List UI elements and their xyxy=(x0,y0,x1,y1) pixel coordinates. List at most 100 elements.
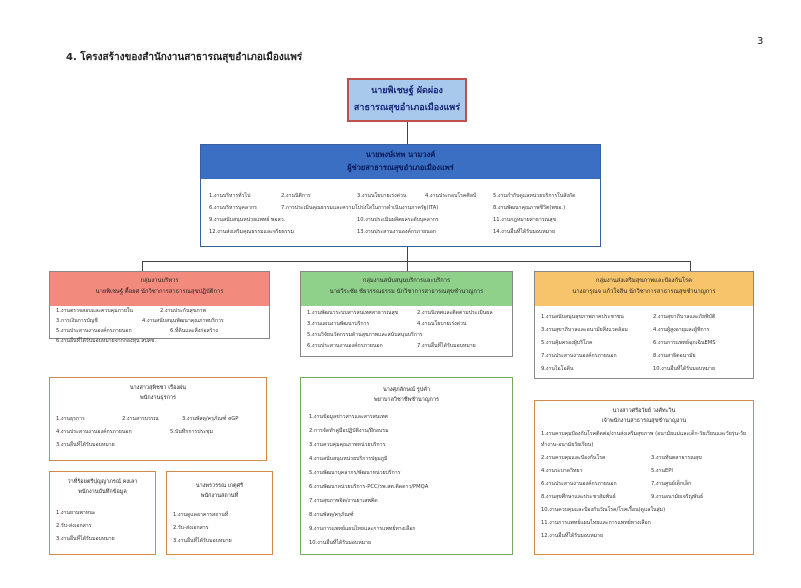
duty-item: 1.งานบริหารทั่วไป xyxy=(209,193,251,199)
staff-premises-header: นางพรวรรณ เกตุศรี พนักงานสถานที่ xyxy=(167,481,272,501)
list-item: 3.งานอื่นที่ได้รับมอบหมาย xyxy=(173,538,232,544)
list-item: 6.งานประสานงานองค์กรภายนอก xyxy=(307,343,383,349)
group-promotion-title: กลุ่มงานส่งเสริมสุขภาพและป้องกันโรค xyxy=(595,278,693,284)
duty-item: 10.งานประเมินผลิตผลระดับบุคลากร xyxy=(357,217,439,223)
list-item: 3.งานอื่นที่ได้รับมอบหมาย xyxy=(56,442,115,448)
list-item: 3.การเงินการบัญชี xyxy=(56,318,98,324)
list-item: 6.งานการแพทย์ฉุกเฉินEMS xyxy=(653,340,716,346)
staff-clerk: นางสาวสุพิชชา เรืองผ่น พนักงานธุรการ 1.ง… xyxy=(49,377,267,461)
duty-item: 3.งานนโยบายเร่งด่วน xyxy=(357,193,407,199)
duty-item: 5.งานกำกับดูแลหน่วยบริการในสังกัด xyxy=(493,193,576,199)
list-item: 3.งานอื่นที่ได้รับมอบหมาย xyxy=(56,536,115,542)
page-heading: 4. โครงสร้างของสำนักงานสาธารณสุขอำเภอเมื… xyxy=(66,52,303,63)
list-item: 5.งานประสานงานองค์กรภายนอก xyxy=(56,328,132,334)
list-item: 7.งานสุขภาพจิต/งานยาเสพติด xyxy=(309,498,378,504)
list-item: 7.งานอื่นที่ได้รับมอบหมาย xyxy=(417,343,476,349)
list-item: 1.งานพัฒนาระบบสารสนเทศสาธารณสุข xyxy=(307,310,399,316)
list-item: 11.งานการแพทย์แผนไทยและการแพทย์ทางเลือก xyxy=(541,520,651,526)
list-item: 4.งานระบาดวิทยา xyxy=(541,468,583,474)
list-item: 4.งานสนับสนุนหน่วยบริการปฐมภูมิ xyxy=(309,456,388,462)
duty-item: 6.งานบริหารบุคลากร xyxy=(209,205,257,211)
list-item: 10.งานอื่นที่ได้รับมอบหมาย xyxy=(653,366,715,372)
list-item: 1.งานสนับสนุนสุขภาพภาคประชาชน xyxy=(541,314,624,320)
list-item: 2.งานควบคุมและป้องกันโรค xyxy=(541,455,606,461)
duty-item: 8.งานพัฒนาคุณภาพชีวิต(พชอ.) xyxy=(493,205,566,211)
list-item: 2.รับ-ส่งเอกสาร xyxy=(173,525,209,531)
staff-position: พยาบาลวิชาชีพชำนาญการ xyxy=(374,397,439,403)
list-item: 12.งานอื่นที่ได้รับมอบหมาย xyxy=(541,533,603,539)
staff-position: พนักงานบันทึกข้อมูล xyxy=(78,489,127,495)
group-promotion-items: 1.งานสนับสนุนสุขภาพภาคประชาชน 2.งานสุขาภ… xyxy=(541,312,753,378)
list-item: 5.งานEPI xyxy=(651,468,673,474)
deputy-name: นายพงษ์เทพ นามวงค์ xyxy=(365,150,436,159)
deputy-panel: นายพงษ์เทพ นามวงค์ ผู้ช่วยสาธารณสุขอำเภอ… xyxy=(200,144,601,247)
list-item: 5.งานคุ้มครองผู้บริโภค xyxy=(541,340,593,346)
group-support-items: 1.งานพัฒนาระบบสารสนเทศสาธารณสุข 2.งานนิเ… xyxy=(307,308,512,356)
duty-item: 4.งานประกอบโรคศิลป์ xyxy=(425,193,477,199)
staff-health-officer: นางสาวศรีอวัยย์ วงศ์ทะวิน เจ้าพนักงานสาธ… xyxy=(534,400,754,555)
group-admin-title: กลุ่มงานบริหาร xyxy=(140,278,179,284)
duty-item: 14.งานอื่นที่ได้รับมอบหมาย xyxy=(493,229,555,235)
list-item: 9.งานอนามัยเจริญพันธ์ xyxy=(651,494,704,500)
connector-horizontal xyxy=(142,261,690,262)
list-item: 9.งานไอโอดีน xyxy=(541,366,574,372)
staff-position: พนักงานสถานที่ xyxy=(200,493,239,499)
group-admin-header: กลุ่มงานบริหาร นายพิเชษฐ์ ตื้อยศ นักวิชา… xyxy=(50,272,269,306)
connector-group2 xyxy=(407,261,408,271)
staff-nurse-items: 1.งานข้อมูลข่าวสารและสารสนเทศ 2.การจัดทำ… xyxy=(309,412,512,552)
list-item: 6.งานอื่นที่ได้รับมอบหมายจากกองทุน สปสช. xyxy=(56,338,156,344)
list-item: 6.งานพัฒนาหน่วยบริการ-PCC/รพ.สต.ติดดาว/P… xyxy=(309,484,429,490)
list-item: 1.งานดูแลอาคารสถานที่ xyxy=(173,512,229,518)
chief-box: นายพิเชษฐ์ ผัดผ่อง สาธารณสุขอำเภอเมืองแพ… xyxy=(347,78,467,122)
list-item: 2.งานสารบรรณ xyxy=(122,416,159,422)
staff-name: ว่าที่ร้อยตรีปุญญาภรณ์ คงเลา xyxy=(67,479,138,485)
staff-position: เจ้าพนักงานสาธารณสุขชำนาญงาน xyxy=(601,418,687,424)
list-item: 1.งานยานพาหนะ xyxy=(56,510,96,516)
list-item: 3.งานสุขาภิบาลและอนามัยสิ่งแวดล้อม xyxy=(541,327,628,333)
connector-chief-deputy xyxy=(407,122,408,144)
list-item: 8.งานพัสดุ/ครุภัณฑ์ xyxy=(309,512,354,518)
list-item: 5.งานพัฒนาบุคลากร/พัฒนาหน่วยบริการ xyxy=(309,470,401,476)
staff-position: พนักงานธุรการ xyxy=(140,395,176,401)
staff-nurse-header: นางศุภลักษณ์ รูปคำ พยาบาลวิชาชีพชำนาญการ xyxy=(301,385,512,405)
group-admin-head: นายพิเชษฐ์ ตื้อยศ นักวิชาการสาธารณสุขปฏิ… xyxy=(95,289,224,295)
list-item: 3.งานทันตสาธารณสุข xyxy=(651,455,702,461)
staff-nurse: นางศุภลักษณ์ รูปคำ พยาบาลวิชาชีพชำนาญการ… xyxy=(300,377,513,555)
group-admin: กลุ่มงานบริหาร นายพิเชษฐ์ ตื้อยศ นักวิชา… xyxy=(49,271,270,344)
list-item: 2.งานสุขาภิบาลและภัยพิบัติ xyxy=(653,314,716,320)
list-item: 10.งานอื่นที่ได้รับมอบหมาย xyxy=(309,540,371,546)
list-item: 6.ที่ดินและสิ่งก่อสร้าง xyxy=(170,328,218,334)
staff-health-officer-items: 1.งานควบคุมป้องกันโรคติดต่อ/งานส่งเสริมส… xyxy=(541,429,753,553)
group-promotion: กลุ่มงานส่งเสริมสุขภาพและป้องกันโรค นางอ… xyxy=(534,271,754,379)
duty-item: 12.งานส่งเสริมคุณธรรมและจริยธรรม xyxy=(209,229,294,235)
group-support-title: กลุ่มงานสนับสนุนบริการและบริการ xyxy=(362,278,451,284)
list-item: 2.รับ-ส่งเอกสาร xyxy=(56,523,92,529)
list-item: 9.งานการแพทย์แผนไทยและการแพทย์ทางเลือก xyxy=(309,526,416,532)
staff-health-officer-header: นางสาวศรีอวัยย์ วงศ์ทะวิน เจ้าพนักงานสาธ… xyxy=(535,406,753,426)
connector-group3 xyxy=(690,261,691,271)
list-item: 10.งานควบคุมและป้องกันวัณโรค/โรคเรื้อน(ด… xyxy=(541,507,666,513)
list-item: 3.งานแผนงานพัฒนาบริการ xyxy=(307,321,370,327)
group-support-head: นายวีระชัย ชัยวรรณธรรม นักวิชาการสาธารณส… xyxy=(329,289,484,295)
list-item: 5.งานวิจัยนวัตกรรมด้านสุขภาพและสนับสนุนบ… xyxy=(307,332,423,338)
staff-name: นางพรวรรณ เกตุศรี xyxy=(195,483,244,489)
list-item: 2.งานประกันสุขภาพ xyxy=(160,308,206,314)
group-admin-items: 1.งานตรวจสอบและควบคุมภายใน 2.งานประกันสุ… xyxy=(56,306,268,344)
duty-item: 2.งานนิติการ xyxy=(281,193,311,199)
list-item: 1.งานธุรการ xyxy=(56,416,85,422)
group-promotion-head: นางอารุณจ แก้วใจสิน นักวิชาการสาธารณสุขช… xyxy=(572,289,716,295)
list-item: 6.งานประสานงานองค์กรภายนอก xyxy=(541,481,617,487)
staff-name: นางสาวศรีอวัยย์ วงศ์ทะวิน xyxy=(612,408,676,414)
list-item: 3.งานพัสดุ/ครุภัณฑ์ eGP xyxy=(182,416,239,422)
duty-item: 7.การประเมินคุณธรรมและความโปร่งใสในการดำ… xyxy=(281,205,439,211)
list-item: 4.งานสนับสนุนพัฒนาคุณภาพบริการ xyxy=(142,318,224,324)
list-item: 8.งานสาธิตอนามัย xyxy=(653,353,696,359)
list-item: 1.งานตรวจสอบและควบคุมภายใน xyxy=(56,308,133,314)
chief-position: สาธารณสุขอำเภอเมืองแพร่ xyxy=(353,103,461,113)
connector-group1 xyxy=(142,261,143,271)
staff-clerk-items: 1.งานธุรการ 2.งานสารบรรณ 3.งานพัสดุ/ครุภ… xyxy=(56,414,264,458)
list-item: 1.งานข้อมูลข่าวสารและสารสนเทศ xyxy=(309,414,388,420)
page-number: 3 xyxy=(757,36,764,47)
list-item: 3.งานควบคุมคุณภาพหน่วยบริการ xyxy=(309,442,386,448)
staff-data-entry-items: 1.งานยานพาหนะ 2.รับ-ส่งเอกสาร 3.งานอื่นท… xyxy=(56,508,154,552)
